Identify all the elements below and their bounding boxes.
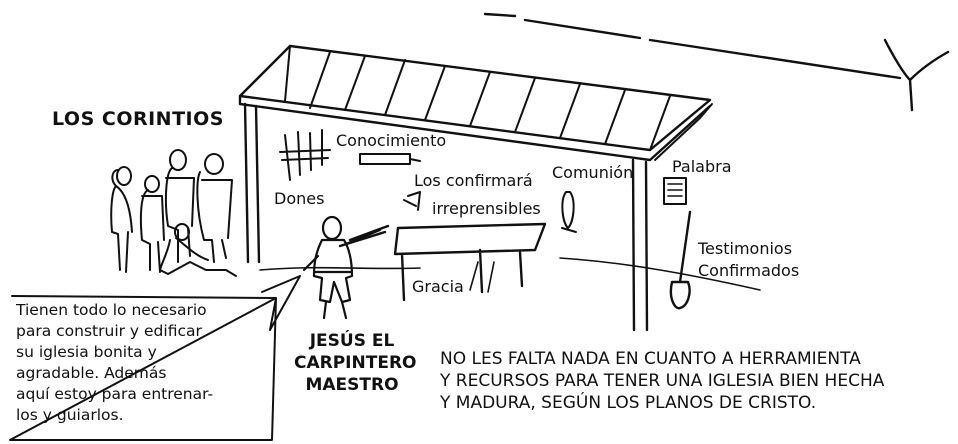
speech-line: aquí estoy para entrenar- — [16, 385, 214, 403]
label-comunion: Comunión — [552, 163, 633, 182]
speech-bubble-text: Tienen todo lo necesario para construir … — [16, 300, 262, 426]
caption-line: Y MADURA, SEGÚN LOS PLANOS DE CRISTO. — [440, 393, 817, 413]
jesus-label-line: JESÚS EL — [309, 331, 395, 351]
scene-title: LOS CORINTIOS — [52, 108, 224, 130]
caption-line: NO LES FALTA NADA EN CUANTO A HERRAMIENT… — [440, 349, 861, 369]
jesus-label: JESÚS EL CARPINTERO MAESTRO — [294, 330, 417, 396]
people-group — [110, 149, 237, 277]
label-testimonios: Testimonios — [697, 239, 792, 258]
bottom-caption: NO LES FALTA NADA EN CUANTO A HERRAMIENT… — [440, 348, 884, 414]
post-right — [631, 158, 649, 332]
jesus-label-line: MAESTRO — [305, 375, 399, 395]
hammer-icon — [403, 191, 421, 211]
palabra-icon — [663, 177, 687, 205]
label-conocimiento: Conocimiento — [336, 131, 446, 150]
roof-brace — [654, 103, 713, 161]
jesus-figure — [302, 215, 382, 320]
speech-line: Tienen todo lo necesario — [16, 301, 207, 319]
tree-branch — [883, 38, 950, 112]
tools-icon — [279, 129, 331, 181]
speech-line: agradable. Además — [16, 364, 167, 382]
ground-line — [259, 257, 761, 291]
ruler-icon — [359, 153, 411, 165]
horizon-line — [483, 12, 902, 80]
roof — [238, 44, 712, 152]
post-left — [243, 102, 261, 264]
comunion-icon — [561, 191, 577, 233]
speech-line: para construir y edificar — [16, 322, 202, 340]
roof-underside — [238, 94, 712, 162]
label-confirmados: Confirmados — [698, 261, 799, 280]
speech-line: su iglesia bonita y — [16, 343, 157, 361]
label-palabra: Palabra — [672, 157, 732, 176]
roof-slats — [284, 45, 671, 151]
workbench — [393, 222, 547, 302]
label-dones: Dones — [274, 189, 324, 208]
speech-bubble — [9, 275, 301, 441]
caption-line: Y RECURSOS PARA TENER UNA IGLESIA BIEN H… — [440, 371, 885, 391]
label-gracia: Gracia — [412, 277, 464, 296]
speech-line: los y guiarlos. — [16, 406, 124, 424]
shovel-icon — [669, 210, 692, 310]
jesus-label-line: CARPINTERO — [294, 353, 417, 373]
label-irreprensibles: irreprensibles — [432, 199, 541, 218]
label-los-confirmara: Los confirmará — [414, 171, 533, 190]
